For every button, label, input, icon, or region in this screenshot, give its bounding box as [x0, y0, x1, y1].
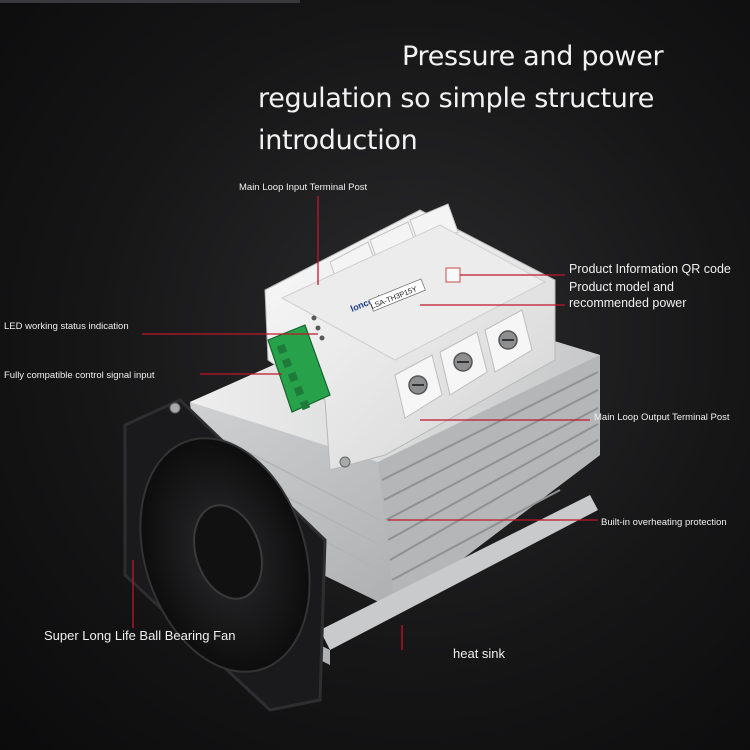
callout-overheating: Built-in overheating protection — [601, 517, 727, 528]
headline: Pressure and power regulation so simple … — [258, 36, 708, 162]
callout-fan: Super Long Life Ball Bearing Fan — [44, 628, 236, 643]
headline-line-2: regulation so simple structure — [258, 83, 655, 114]
control-terminal-block — [267, 324, 331, 413]
callout-led-status: LED working status indication — [4, 321, 129, 332]
callout-main-loop-input: Main Loop Input Terminal Post — [239, 182, 368, 193]
model-plate — [368, 278, 426, 312]
callout-heat-sink: heat sink — [453, 646, 506, 661]
output-terminals — [394, 309, 533, 419]
led-indicators — [311, 315, 325, 341]
callout-model-line-1: Product model and — [569, 280, 674, 294]
top-edge-bar — [0, 0, 300, 3]
callout-qr-code: Product Information QR code — [569, 262, 731, 276]
callout-main-loop-output: Main Loop Output Terminal Post — [594, 412, 730, 423]
callout-leader-lines — [132, 196, 598, 650]
qr-code — [445, 267, 461, 283]
heat-sink-fins — [381, 371, 599, 581]
headline-line-1: Pressure and power — [402, 41, 664, 72]
callout-control-signal: Fully compatible control signal input — [4, 370, 155, 381]
headline-line-3: introduction — [258, 125, 418, 156]
callout-model-line-2: recommended power — [569, 296, 687, 310]
cooling-fan — [123, 398, 327, 712]
